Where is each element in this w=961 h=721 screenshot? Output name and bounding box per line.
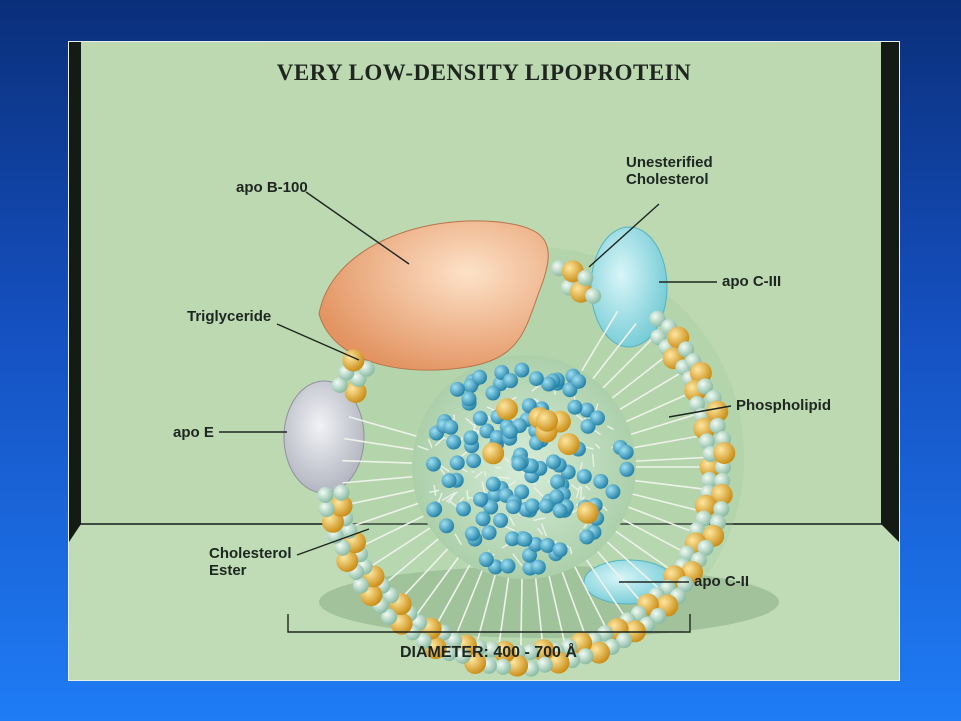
core-cholesterol [482, 442, 504, 464]
label-diameter: DIAMETER: 400 - 700 Å [400, 644, 577, 661]
core-molecule [571, 374, 586, 389]
label-triglyceride: Triglyceride [187, 308, 271, 325]
core-molecule [506, 499, 521, 514]
core-molecule [605, 484, 620, 499]
core-molecule [426, 502, 441, 517]
label-apo-b100: apo B-100 [236, 179, 308, 196]
core-molecule [567, 400, 582, 415]
core-molecule [577, 469, 592, 484]
core-cholesterol [577, 502, 599, 524]
label-apo-c3: apo C-III [722, 273, 781, 290]
core-molecule [531, 560, 546, 575]
core-molecule [525, 498, 540, 513]
phospholipid-head [713, 442, 735, 464]
cholesterol-head [495, 659, 511, 675]
core-molecule [593, 474, 608, 489]
apo-c3-protein [591, 227, 667, 347]
core-molecule [442, 473, 457, 488]
right-dark-edge [881, 42, 899, 542]
core-molecule [482, 525, 497, 540]
core-cholesterol [536, 410, 558, 432]
core-molecule [450, 382, 465, 397]
core-molecule [463, 430, 478, 445]
core-molecule [466, 453, 481, 468]
core-molecule [517, 532, 532, 547]
cholesterol-head [317, 487, 333, 503]
core-molecule [426, 457, 441, 472]
core-molecule [553, 542, 568, 557]
label-cholesterol-ester-line2: Ester [209, 562, 292, 579]
cholesterol-head [333, 485, 349, 501]
core-molecule [529, 371, 544, 386]
label-cholesterol-ester-line1: Cholesterol [209, 545, 292, 562]
core-molecule [446, 435, 461, 450]
core-molecule [539, 499, 554, 514]
core-molecule [579, 529, 594, 544]
core-molecule [503, 424, 518, 439]
left-dark-edge [69, 42, 81, 542]
label-unesterified-line1: Unesterified [626, 154, 713, 171]
label-apo-e: apo E [173, 424, 214, 441]
core-molecule [485, 386, 500, 401]
core-molecule [473, 411, 488, 426]
core-molecule [475, 511, 490, 526]
cholesterol-head [319, 501, 335, 517]
label-unesterified-cholesterol: Unesterified Cholesterol [626, 154, 713, 188]
core-molecule [493, 513, 508, 528]
core-cholesterol [496, 398, 518, 420]
label-unesterified-line2: Cholesterol [626, 171, 713, 188]
core-molecule [590, 410, 605, 425]
core-molecule [465, 526, 480, 541]
core-molecule [511, 456, 526, 471]
core-molecule [514, 363, 529, 378]
core-molecule [479, 552, 494, 567]
core-molecule [450, 455, 465, 470]
diagram-title: VERY LOW-DENSITY LIPOPROTEIN [69, 60, 899, 86]
core-molecule [546, 454, 561, 469]
core-tail [581, 486, 582, 499]
cholesterol-head [353, 578, 369, 594]
core-molecule [456, 501, 471, 516]
lipoprotein-illustration [69, 42, 899, 680]
core-molecule [472, 370, 487, 385]
phospholipid-head [342, 349, 364, 371]
label-phospholipid: Phospholipid [736, 397, 831, 414]
core-molecule [619, 462, 634, 477]
core-molecule [553, 503, 568, 518]
core-molecule [439, 518, 454, 533]
core-cholesterol [558, 433, 580, 455]
core-molecule [619, 445, 634, 460]
core-molecule [503, 373, 518, 388]
core-molecule [473, 492, 488, 507]
cholesterol-head [577, 270, 593, 286]
core-molecule [443, 420, 458, 435]
core-molecule [500, 559, 515, 574]
slide-frame: VERY LOW-DENSITY LIPOPROTEIN apo B-100 U… [68, 41, 900, 681]
cholesterol-head [585, 288, 601, 304]
core-molecule [461, 391, 476, 406]
label-cholesterol-ester: Cholesterol Ester [209, 545, 292, 579]
core-molecule [486, 477, 501, 492]
cholesterol-head [713, 501, 729, 517]
label-apo-c2: apo C-II [694, 573, 749, 590]
